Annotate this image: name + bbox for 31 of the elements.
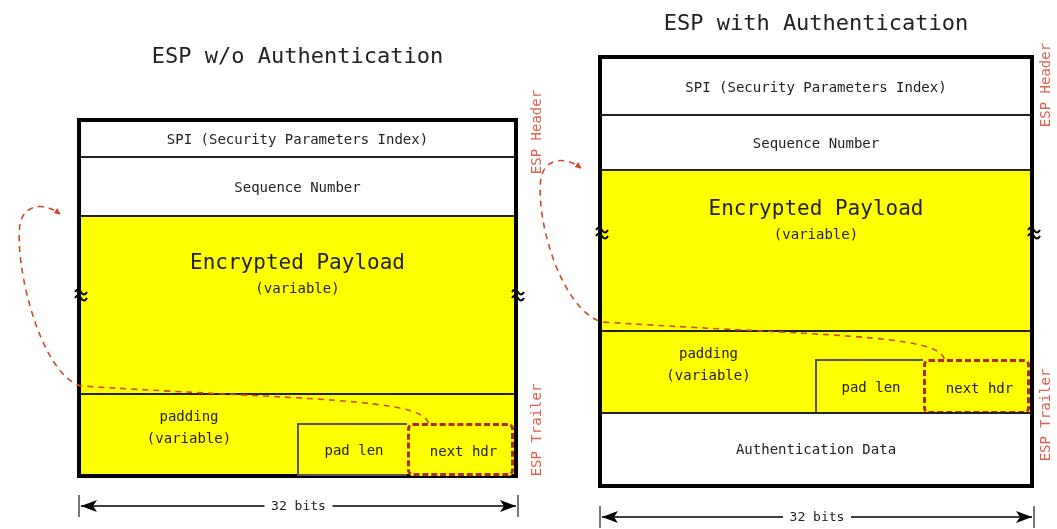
pad-length-field xyxy=(815,359,923,414)
payload-field xyxy=(602,169,1030,330)
field-label: Encrypted Payload xyxy=(190,249,405,276)
field-label: SPI (Security Parameters Index) xyxy=(166,130,429,149)
padding-field xyxy=(602,330,1030,412)
section-label: ESP Trailer xyxy=(1037,368,1053,462)
frame-heading: ESP w/o Authentication xyxy=(150,42,445,70)
field-label: Sequence Number xyxy=(752,133,880,153)
field-label: pad len xyxy=(324,440,384,460)
next-header-field xyxy=(923,359,1030,414)
field-label: next hdr xyxy=(945,378,1014,398)
payload-field xyxy=(81,215,514,393)
field-note: (variable) xyxy=(255,279,340,298)
field-label: SPI (Security Parameters Index) xyxy=(685,77,947,97)
field-label: padding (variable) xyxy=(145,407,233,448)
field-note: (variable) xyxy=(773,225,859,244)
field-label: Authentication Data xyxy=(735,440,897,459)
dashed-arrow xyxy=(539,159,946,360)
section-label: ESP Header xyxy=(528,89,544,175)
dashed-arrow xyxy=(18,205,430,424)
field-label: padding (variable) xyxy=(665,344,752,385)
section-label: ESP Trailer xyxy=(528,383,544,477)
next-header-field xyxy=(407,423,514,476)
padding-field xyxy=(81,393,514,474)
section-label: ESP Header xyxy=(1037,42,1053,128)
field-label: next hdr xyxy=(429,441,498,461)
field-label: Sequence Number xyxy=(234,177,361,197)
field-label: pad len xyxy=(841,377,901,397)
pad-length-field xyxy=(297,423,407,476)
frame-heading: ESP with Authentication xyxy=(662,9,970,37)
field-label: Encrypted Payload xyxy=(708,195,924,222)
